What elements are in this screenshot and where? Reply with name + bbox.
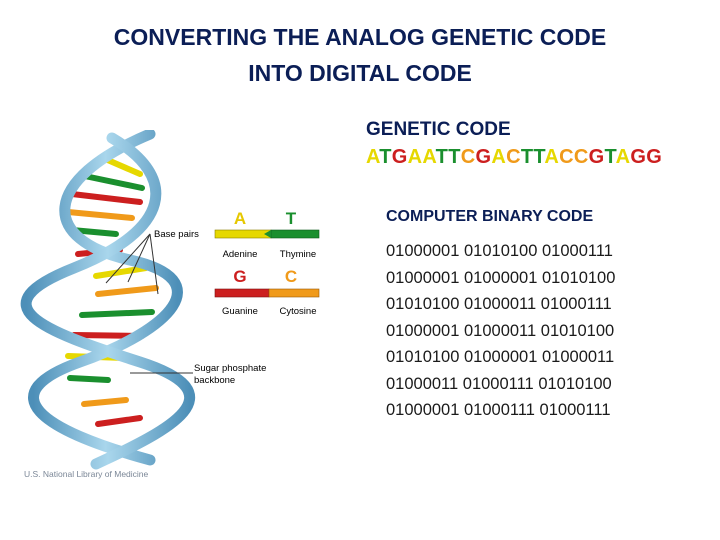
thymine-bar-tip (264, 230, 271, 238)
base-pairs-callout: Base pairs (105, 229, 199, 295)
page-title-line-1: CONVERTING THE ANALOG GENETIC CODE (113, 24, 607, 50)
binary-line: 01000001 01000111 01000111 (386, 401, 611, 419)
nucleotide-g: G (391, 146, 408, 168)
nucleotide-c: C (506, 146, 521, 168)
nucleotide-t: T (379, 146, 392, 168)
nucleotide-a: A (422, 146, 436, 168)
nucleotide-a: A (491, 146, 507, 168)
legend-letter-c: C (285, 267, 297, 286)
nucleotide-a: A (615, 146, 631, 168)
base-pair-rungs (65, 155, 159, 427)
sugar-phosphate-label-1: Sugar phosphate (194, 363, 266, 374)
binary-line: 01000001 01010100 01000111 (386, 242, 613, 260)
guanine-bar (214, 288, 270, 298)
legend-pair-at: A T Adenine Thymine (214, 209, 320, 260)
nucleotide-c: C (460, 146, 476, 168)
cytosine-bar (268, 288, 320, 298)
binary-line: 01010100 01000001 01000011 (386, 348, 615, 366)
binary-code-label: COMPUTER BINARY CODE (386, 208, 594, 225)
dna-diagram: Base pairs Sugar phosphate backbone A T … (20, 130, 320, 470)
legend-cytosine-label: Cytosine (280, 306, 317, 317)
nucleotide-t: T (520, 146, 534, 168)
legend-pair-gc: G C Guanine Cytosine (214, 267, 320, 317)
binary-line: 01000001 01000011 01010100 (386, 321, 615, 340)
adenine-bar (214, 229, 272, 239)
binary-line: 01000001 01000001 01010100 (386, 268, 616, 287)
backbone-strand-2 (20, 132, 196, 470)
image-credit: U.S. National Library of Medicine (24, 469, 149, 479)
nucleotide-a: A (544, 146, 560, 168)
legend-letter-a: A (234, 209, 246, 228)
genetic-code-label: GENETIC CODE (366, 119, 511, 140)
binary-line: 01010100 01000011 01000111 (386, 295, 612, 313)
backbone-strand-1 (28, 130, 183, 466)
sugar-phosphate-label-2: backbone (194, 375, 235, 386)
nucleotide-g: G (475, 146, 492, 168)
nucleotide-g: G (630, 146, 647, 168)
nucleotide-c: C (559, 146, 574, 168)
nucleotide-t: T (533, 146, 545, 168)
legend-thymine-label: Thymine (280, 249, 316, 260)
binary-code-block: 01000001 01010100 01000111 01000001 0100… (386, 238, 615, 424)
page-title-line-2: INTO DIGITAL CODE (248, 60, 472, 86)
genetic-code-sequence: ATGAATTCGACTTACCGTAGG (366, 146, 662, 169)
nucleotide-t: T (604, 146, 616, 168)
legend-letter-t: T (286, 209, 297, 228)
legend-adenine-label: Adenine (223, 249, 258, 260)
nucleotide-g: G (646, 146, 663, 168)
legend-guanine-label: Guanine (222, 306, 258, 317)
nucleotide-t: T (435, 146, 449, 168)
sugar-phosphate-callout: Sugar phosphate backbone (130, 363, 266, 386)
nucleotide-c: C (573, 146, 589, 168)
binary-line: 01000011 01000111 01010100 (386, 374, 612, 393)
nucleotide-a: A (407, 146, 423, 168)
base-pairs-label: Base pairs (154, 229, 199, 240)
nucleotide-g: G (588, 146, 605, 168)
thymine-bar (270, 229, 320, 239)
nucleotide-t: T (448, 146, 461, 168)
legend-letter-g: G (233, 267, 246, 286)
nucleotide-a: A (366, 146, 380, 168)
